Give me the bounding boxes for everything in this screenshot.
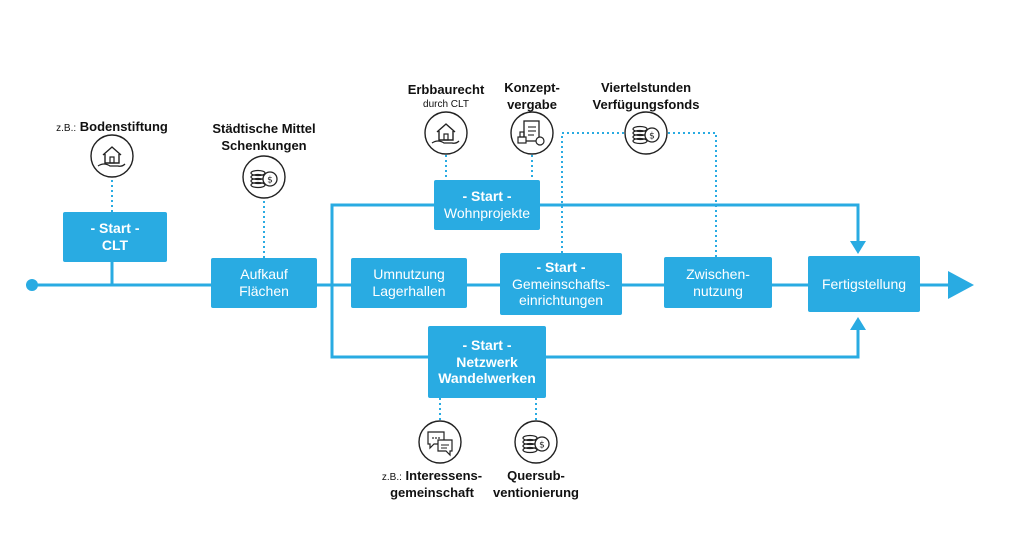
chat-bubbles-icon [418,420,462,464]
svg-text:$: $ [267,176,273,186]
start-gemein-line1: Gemeinschafts- [511,275,611,292]
aufkauf-line1: Aufkauf [240,266,288,283]
aufkauf-box: Aufkauf Flächen [211,258,317,308]
start-gemein-line2: einrichtungen [518,292,604,309]
dotted-viertel-rechts [668,132,717,257]
label-staedtische-line1: Städtische Mittel [212,121,316,136]
label-bodenstiftung: z.B.: Bodenstiftung [42,119,182,136]
timeline-arrow-head [948,271,974,299]
label-viertel-line2: Verfügungsfonds [592,96,700,112]
label-konzept-line1: Konzept- [504,80,560,95]
start-wohn-tag: - Start - [462,188,512,205]
label-bodenstiftung-text: Bodenstiftung [79,119,168,134]
coin-stack-icon: $ [514,420,558,464]
label-interessen-line1: Interessens- [405,468,483,483]
start-clt-tag: - Start - [90,220,140,237]
timeline-start-dot [26,279,38,291]
label-viertel-line1: Viertelstunden [600,80,692,95]
label-staedtische-line2: Schenkungen [221,137,307,153]
lower-arrow-head [850,317,866,330]
start-clt-name: CLT [101,237,129,253]
zwischen-line2: nutzung [693,282,743,299]
svg-text:$: $ [649,132,655,142]
aufkauf-line2: Flächen [239,283,289,299]
label-erbbaurecht: Erbbaurecht durch CLT [396,82,496,111]
start-netz-tag: - Start - [462,336,512,353]
umnutzung-line2: Lagerhallen [372,283,446,299]
svg-text:$: $ [539,441,545,451]
upper-arrow-head [850,241,866,254]
start-wohn-name: Wohnprojekte [443,205,531,221]
label-konzept: Konzept- vergabe [492,80,572,114]
start-netz-line2: Wandelwerken [438,370,536,387]
umnutzung-line1: Umnutzung [373,266,445,283]
label-interessen-prefix: z.B.: [381,472,402,483]
house-hand-icon [90,134,134,178]
label-konzept-line2: vergabe [507,96,557,112]
start-clt-box: - Start - CLT [63,212,167,262]
label-interessen-line2: gemeinschaft [390,484,474,500]
start-gemein-box: - Start - Gemeinschafts- einrichtungen [500,253,622,315]
coin-stack-icon: $ [624,111,668,155]
fertig-box: Fertigstellung [808,256,920,312]
upper-branch [330,203,860,285]
start-gemein-tag: - Start - [536,258,586,275]
start-wohn-box: - Start - Wohnprojekte [434,180,540,230]
lower-branch [330,285,860,359]
label-bodenstiftung-prefix: z.B.: [56,123,77,134]
zwischen-line1: Zwischen- [686,265,750,282]
start-netz-box: - Start - Netzwerk Wandelwerken [428,326,546,398]
label-quersub-line1: Quersub- [507,468,565,483]
umnutzung-box: Umnutzung Lagerhallen [351,258,467,308]
zwischen-box: Zwischen- nutzung [664,257,772,308]
dotted-viertel-links [561,132,626,253]
start-netz-line1: Netzwerk [456,353,518,370]
label-erbbaurecht-line1: Erbbaurecht [407,82,485,97]
label-staedtische: Städtische Mittel Schenkungen [194,121,334,155]
label-quersub-line2: ventionierung [493,484,579,500]
label-viertel: Viertelstunden Verfügungsfonds [586,80,706,114]
label-quersub: Quersub- ventionierung [486,468,586,502]
document-stamp-icon [510,111,554,155]
coin-stack-icon: $ [242,155,286,199]
label-interessen: z.B.: Interessens- gemeinschaft [370,468,494,502]
label-erbbaurecht-sub: durch CLT [423,98,469,110]
house-hand-icon [424,111,468,155]
fertig-name: Fertigstellung [821,275,907,292]
